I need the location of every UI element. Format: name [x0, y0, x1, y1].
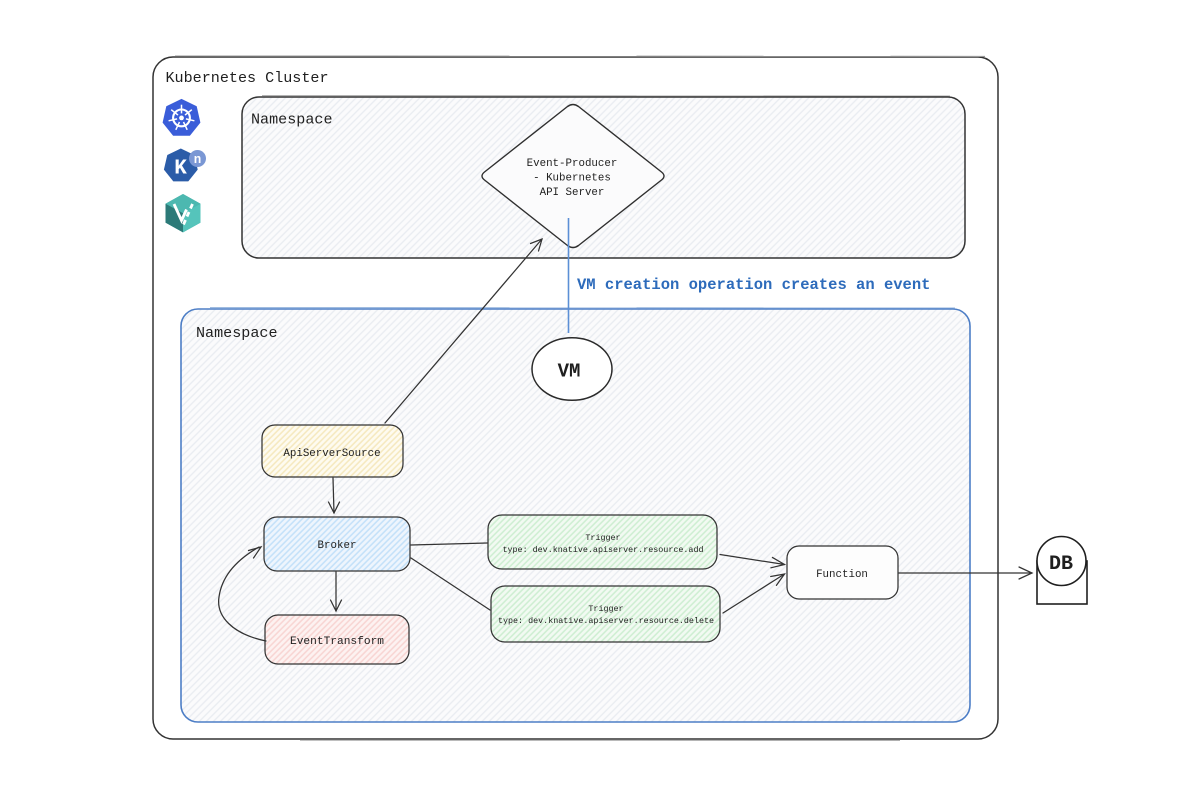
svg-text:EventTransform: EventTransform	[290, 636, 384, 648]
svg-text:DB: DB	[1049, 553, 1073, 576]
svg-text:Trigger: Trigger	[585, 533, 620, 543]
svg-text:Namespace: Namespace	[251, 111, 333, 129]
svg-text:type: dev.knative.apiserver.re: type: dev.knative.apiserver.resource.del…	[498, 616, 714, 626]
svg-text:Namespace: Namespace	[196, 324, 278, 342]
svg-text:Event-Producer: Event-Producer	[527, 158, 618, 170]
svg-text:Trigger: Trigger	[588, 604, 623, 614]
svg-text:VM: VM	[558, 361, 581, 383]
svg-text:type: dev.knative.apiserver.re: type: dev.knative.apiserver.resource.add	[502, 545, 703, 555]
svg-text:n: n	[194, 153, 202, 167]
svg-text:VM creation operation creates: VM creation operation creates an event	[577, 276, 930, 294]
svg-text:K: K	[174, 158, 187, 181]
svg-text:Function: Function	[816, 569, 868, 581]
svg-text:- Kubernetes: - Kubernetes	[533, 173, 611, 185]
svg-text:Kubernetes Cluster: Kubernetes Cluster	[166, 69, 329, 87]
svg-text:ApiServerSource: ApiServerSource	[283, 448, 380, 460]
svg-text:API Server: API Server	[540, 187, 605, 199]
svg-text:Broker: Broker	[318, 540, 357, 552]
